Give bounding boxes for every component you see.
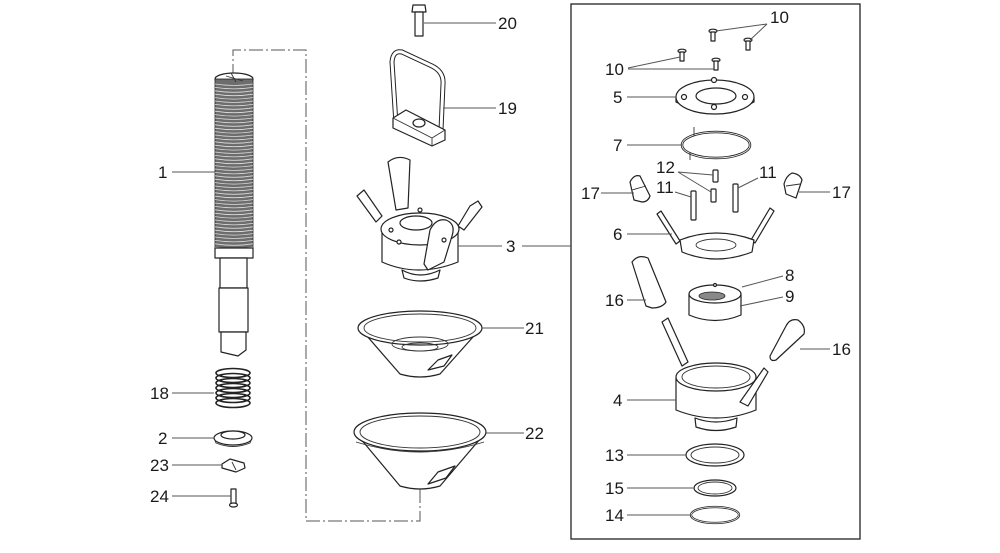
part-pin: [228, 488, 239, 508]
part-cone-guard-small: [357, 310, 483, 378]
callout-20: 20: [498, 14, 517, 33]
part-housing: [661, 317, 769, 432]
part-spring-ring: [680, 127, 752, 160]
callout-11-right: 11: [759, 163, 777, 182]
callout-12: 12: [656, 158, 675, 177]
callout-13: 13: [605, 446, 624, 465]
part-compression-spring: [215, 367, 251, 409]
part-dowel-pins: [690, 183, 739, 221]
callout-16-right: 16: [832, 340, 851, 359]
callout-5: 5: [613, 88, 622, 107]
callout-1: 1: [158, 163, 167, 182]
callout-7: 7: [613, 136, 622, 155]
callout-17-left: 17: [581, 184, 600, 203]
part-lever-ring: [656, 207, 775, 260]
callout-9: 9: [785, 287, 794, 306]
assembly-centerline: [232, 49, 421, 522]
callout-23: 23: [150, 456, 169, 475]
part-threaded-nut: [688, 282, 742, 322]
part-handle-grips: [631, 256, 805, 362]
callout-8: 8: [785, 266, 794, 285]
part-cover-plate: [675, 76, 755, 115]
callout-10-left: 10: [605, 60, 624, 79]
part-hex-bolt: [411, 4, 427, 37]
callout-17-right: 17: [832, 183, 851, 202]
part-retaining-clip: [221, 458, 246, 473]
callout-16-left: 16: [605, 291, 624, 310]
callout-24: 24: [150, 487, 169, 506]
leader-lines: [172, 22, 830, 516]
part-countersunk-screws: [677, 28, 753, 71]
callout-21: 21: [525, 319, 544, 338]
callout-2: 2: [158, 429, 167, 448]
part-grip-caps: [629, 172, 803, 203]
part-short-pins: [710, 169, 719, 203]
callout-6: 6: [613, 225, 622, 244]
callout-3: 3: [506, 237, 515, 256]
part-seat-collar: [213, 430, 253, 447]
callout-14: 14: [605, 506, 624, 525]
callout-4: 4: [613, 391, 622, 410]
part-o-ring-medium: [693, 479, 737, 497]
callout-22: 22: [525, 424, 544, 443]
detail-frame: [570, 3, 861, 540]
callout-19: 19: [498, 99, 517, 118]
part-threaded-spindle: [214, 72, 254, 357]
part-cone-guard-large: [353, 412, 487, 490]
part-o-ring-large: [685, 443, 745, 467]
callout-15: 15: [605, 479, 624, 498]
part-lifting-bail: [389, 49, 446, 147]
callout-18: 18: [150, 384, 169, 403]
part-head-assembly: [356, 156, 483, 282]
callout-11-left: 11: [656, 178, 674, 197]
callout-10-top: 10: [770, 8, 789, 27]
part-snap-ring: [689, 505, 741, 525]
